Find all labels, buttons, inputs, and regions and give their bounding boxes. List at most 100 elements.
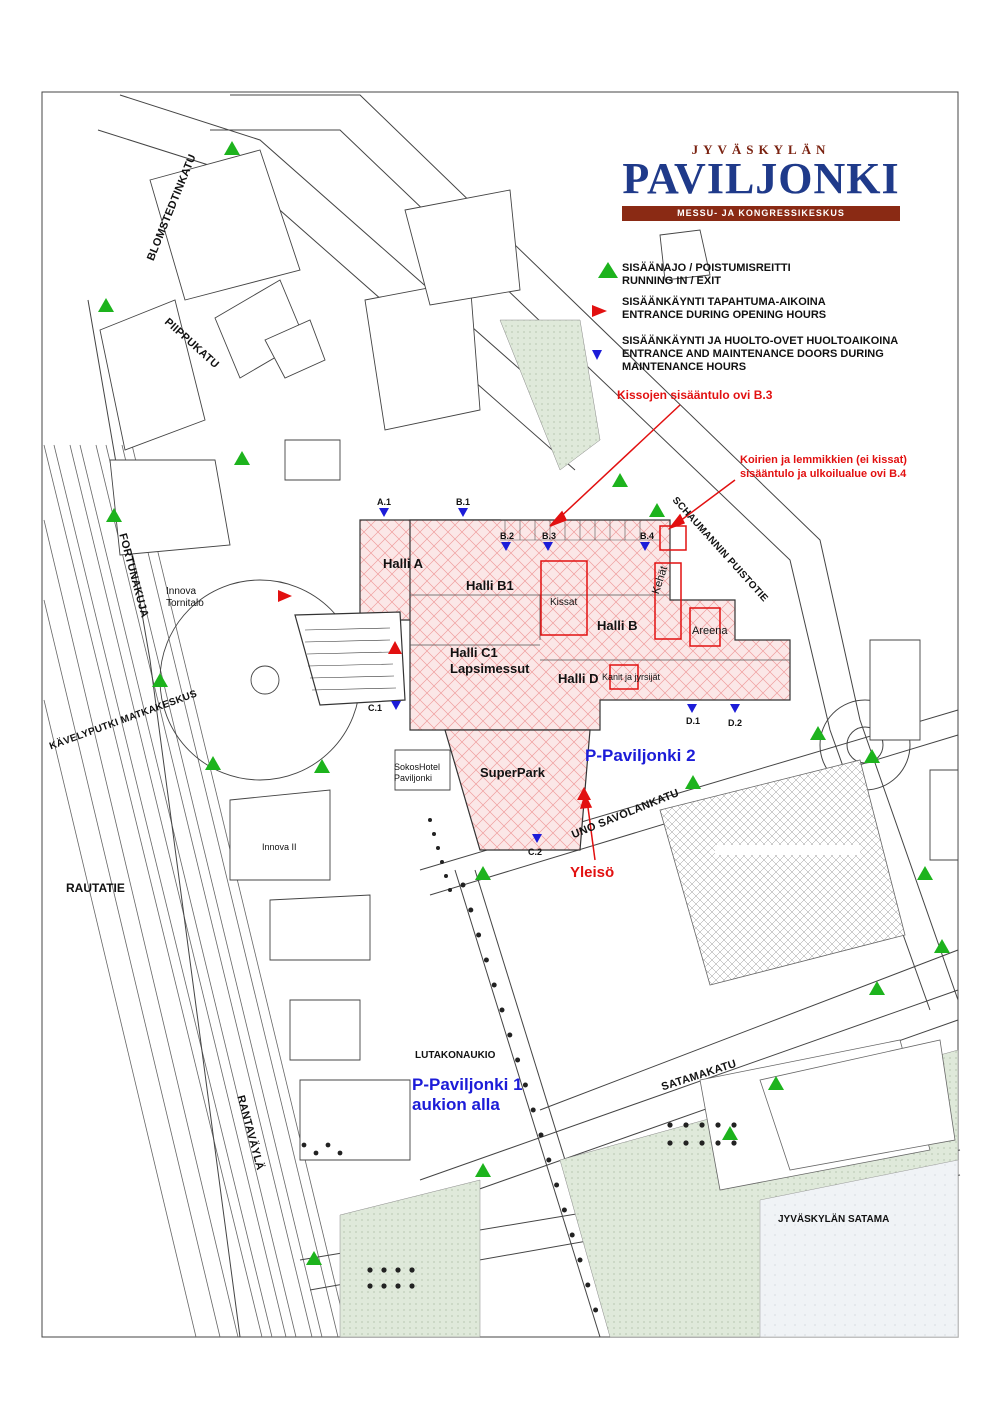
drive-markers (98, 141, 950, 1265)
dogs-entrance-note: Koirien ja lemmikkien (ei kissat) sisään… (740, 454, 907, 480)
maintenance-door-marker (532, 834, 542, 843)
tree (367, 1267, 373, 1273)
tree (409, 1267, 415, 1273)
area-kanit-label: Kanit ja jyrsijät (602, 672, 661, 682)
maintenance-door-marker (391, 701, 401, 710)
tree (507, 1032, 513, 1038)
door-b4-label: B.4 (640, 531, 655, 541)
tree (325, 1142, 331, 1148)
parking-p1-surface (659, 759, 906, 986)
tree (585, 1282, 591, 1288)
drive-marker (224, 141, 240, 155)
tree (381, 1267, 387, 1273)
drive-marker (649, 503, 665, 517)
tree (395, 1283, 401, 1289)
tree (444, 874, 448, 878)
maintenance-door-marker (501, 542, 511, 551)
tree (715, 1140, 721, 1146)
parking-p2-label: P-Paviljonki 2 (585, 746, 696, 765)
tree (593, 1307, 599, 1313)
tree (667, 1122, 673, 1128)
drive-marker (612, 473, 628, 487)
maintenance-door-marker (730, 704, 740, 713)
superpark-label: SuperPark (480, 765, 546, 780)
drive-marker (869, 981, 885, 995)
maintenance-door-marker (458, 508, 468, 517)
entrance-markers (278, 590, 591, 800)
entrance-marker (577, 787, 591, 800)
legend-maintenance: SISÄÄNKÄYNTI JA HUOLTO-OVET HUOLTOAIKOIN… (622, 335, 899, 373)
entrance-marker (278, 590, 292, 602)
maintenance-door-marker (543, 542, 553, 551)
tree (499, 1007, 505, 1013)
drive-marker (864, 749, 880, 763)
hall-a-label: Halli A (383, 556, 423, 571)
surrounding-buildings (99, 149, 959, 1161)
innova-tornitalo-label: Innova Tornitalo (166, 586, 204, 609)
tree (337, 1150, 343, 1156)
hall-b1-label: Halli B1 (466, 578, 514, 593)
drive-marker (685, 775, 701, 789)
door-b2-label: B.2 (500, 531, 515, 541)
logo-top-text: JYVÄSKYLÄN (691, 142, 831, 157)
tree (569, 1232, 575, 1238)
tree (546, 1157, 552, 1163)
maintenance-markers (379, 508, 740, 843)
door-c2-label: C.2 (528, 847, 543, 857)
drive-marker (98, 298, 114, 312)
tree (530, 1107, 536, 1113)
maintenance-door-marker (379, 508, 389, 517)
drive-marker (306, 1251, 322, 1265)
legend-entrance-marker (592, 305, 607, 317)
door-c1-label: C.1 (368, 703, 383, 713)
tree (468, 907, 474, 913)
parking-p1-label: P-Paviljonki 1 aukion alla (412, 1075, 523, 1114)
pavilion-complex (294, 519, 791, 851)
sokos-hotel-label: SokosHotel Paviljonki (394, 762, 441, 783)
innova-2-label: Innova II (262, 842, 297, 852)
drive-marker (810, 726, 826, 740)
hall-b-label: Halli B (597, 618, 638, 633)
tree (409, 1283, 415, 1289)
tree (395, 1267, 401, 1273)
hall-d-label: Halli D (558, 671, 599, 686)
legend-drive: SISÄÄNAJO / POISTUMISREITTI RUNNING IN /… (622, 262, 791, 287)
door-d2-label: D.2 (728, 718, 743, 728)
callout-arrows (549, 404, 736, 861)
legend-entrance: SISÄÄNKÄYNTI TAPAHTUMA-AIKOINA ENTRANCE … (622, 296, 827, 321)
area-kissat-label: Kissat (550, 597, 578, 608)
tree (561, 1207, 567, 1213)
tree (731, 1122, 737, 1128)
tree (683, 1140, 689, 1146)
public-entrance-label: Yleisö (570, 864, 615, 881)
tree (460, 882, 466, 888)
legend-markers (592, 262, 618, 360)
tree (699, 1122, 705, 1128)
street-lutakonaukio: LUTAKONAUKIO (415, 1050, 496, 1061)
door-d1-label: D.1 (686, 716, 701, 726)
tree (301, 1142, 307, 1148)
tree (699, 1140, 705, 1146)
maintenance-door-marker (687, 704, 697, 713)
legend-maintenance-marker (592, 350, 602, 360)
drive-marker (475, 1163, 491, 1177)
tree (715, 1122, 721, 1128)
tree (483, 957, 489, 963)
drive-marker (917, 866, 933, 880)
tree (448, 888, 452, 892)
tree (538, 1132, 544, 1138)
tree (313, 1150, 319, 1156)
tree (440, 860, 444, 864)
area-jyvaskylan-satama: JYVÄSKYLÄN SATAMA (778, 1214, 890, 1225)
tree (731, 1140, 737, 1146)
tree (381, 1283, 387, 1289)
tree (432, 832, 436, 836)
tree (428, 818, 432, 822)
tree (476, 932, 482, 938)
tree (667, 1140, 673, 1146)
logo-main-text: PAVILJONKI (622, 154, 900, 203)
trees (301, 818, 737, 1313)
tree (367, 1283, 373, 1289)
tree (436, 846, 440, 850)
